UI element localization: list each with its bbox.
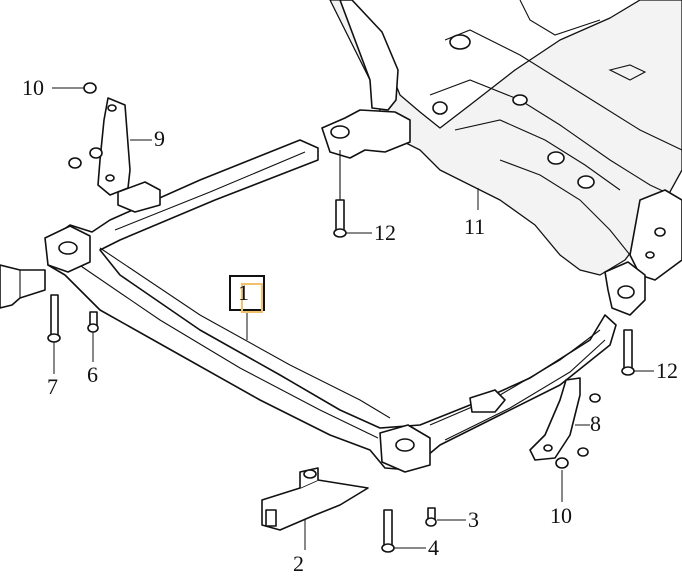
highlight-frame-part-1	[229, 275, 265, 311]
leader-lines	[52, 87, 654, 550]
bolt-part-6[interactable]	[87, 311, 99, 333]
bolt-part-4[interactable]	[381, 509, 395, 553]
bracket-part-8[interactable]	[529, 377, 581, 461]
callout-12-right[interactable]: 12	[656, 358, 678, 383]
bracket-part-9[interactable]	[97, 97, 131, 196]
subframe-part-11[interactable]	[321, 0, 682, 316]
callout-1[interactable]: 1	[238, 280, 249, 305]
callout-10-bottom[interactable]: 10	[550, 503, 572, 528]
callout-8[interactable]: 8	[590, 411, 601, 436]
callout-10-top[interactable]: 10	[22, 75, 44, 100]
bolt-part-10-bottom[interactable]	[555, 393, 601, 469]
bolt-part-3[interactable]	[425, 507, 437, 527]
callout-9[interactable]: 9	[154, 126, 165, 151]
bolt-part-7[interactable]	[47, 294, 61, 343]
left-mount-bracket[interactable]	[0, 264, 46, 309]
callout-4[interactable]: 4	[428, 535, 439, 560]
callout-7[interactable]: 7	[47, 374, 58, 399]
callout-2[interactable]: 2	[293, 551, 304, 576]
bolt-part-12-center[interactable]	[333, 150, 347, 238]
bolt-part-12-right[interactable]	[621, 329, 635, 376]
crossmember-part-1[interactable]	[44, 139, 617, 473]
bolt-part-10-top[interactable]	[68, 82, 103, 169]
highlight-marker-part-1	[241, 283, 263, 313]
callout-6[interactable]: 6	[87, 362, 98, 387]
callout-12-center[interactable]: 12	[374, 220, 396, 245]
bracket-part-2[interactable]	[261, 467, 369, 531]
callout-11[interactable]: 11	[464, 214, 486, 239]
callout-3[interactable]: 3	[468, 507, 479, 532]
